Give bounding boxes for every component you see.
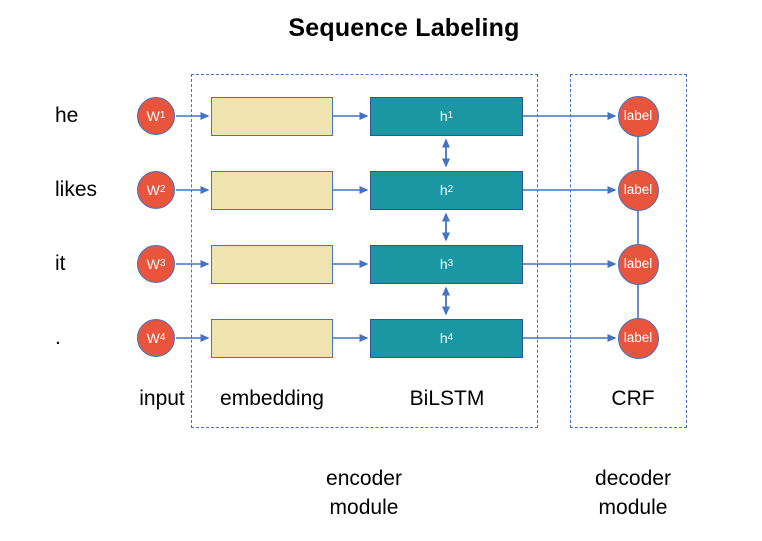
encoder-module-caption: encoder module [326,464,402,522]
crf-label-node-2: label [617,169,659,211]
decoder-module-box [570,74,687,428]
hidden-state-h4-sub: 4 [447,332,454,343]
embedding-rect-4 [211,318,333,358]
input-node-w2-text: W [146,182,160,198]
input-node-w3-text: W [146,256,160,272]
input-word-it: it [55,252,66,275]
embedding-rect-2 [211,170,333,210]
input-word-likes: likes [55,178,98,201]
input-word-period: . [55,326,61,349]
input-word-he: he [55,104,79,127]
hidden-state-h1-sub: 1 [447,110,454,121]
decoder-module-caption: decoder module [595,464,671,522]
layer-label-embedding: embedding [220,387,324,410]
encoder-module-box [191,74,538,428]
crf-label-node-4: label [617,317,659,359]
crf-label-node-2-text: label [623,182,653,198]
input-node-w4-sub: 4 [159,332,166,343]
layer-label-input: input [139,387,185,410]
input-node-w3-sub: 3 [159,258,166,269]
layer-label-crf: CRF [611,387,655,410]
hidden-state-h2-sub: 2 [447,184,454,195]
input-node-w4-text: W [146,330,160,346]
crf-label-node-1-text: label [623,108,653,124]
input-node-w1-text: W [146,108,160,124]
encoder-module-caption-line2: module [329,496,399,519]
embedding-rect-1 [211,96,333,136]
decoder-module-caption-line2: module [598,496,668,519]
crf-label-node-3-text: label [623,256,653,272]
input-node-w2-sub: 2 [159,184,166,195]
encoder-module-caption-line1: encoder [326,467,402,490]
hidden-state-h2-text: h [439,182,448,198]
hidden-state-h1-text: h [439,108,448,124]
layer-label-bilstm: BiLSTM [409,387,485,410]
embedding-rect-3 [211,244,333,284]
page-title: Sequence Labeling [288,14,520,42]
hidden-state-h3-sub: 3 [447,258,454,269]
hidden-state-h3-text: h [439,256,448,272]
input-node-w1-sub: 1 [159,110,166,121]
crf-label-node-1: label [617,95,659,137]
crf-label-node-4-text: label [623,330,653,346]
hidden-state-h4-text: h [439,330,448,346]
decoder-module-caption-line1: decoder [595,467,671,490]
crf-label-node-3: label [617,243,659,285]
